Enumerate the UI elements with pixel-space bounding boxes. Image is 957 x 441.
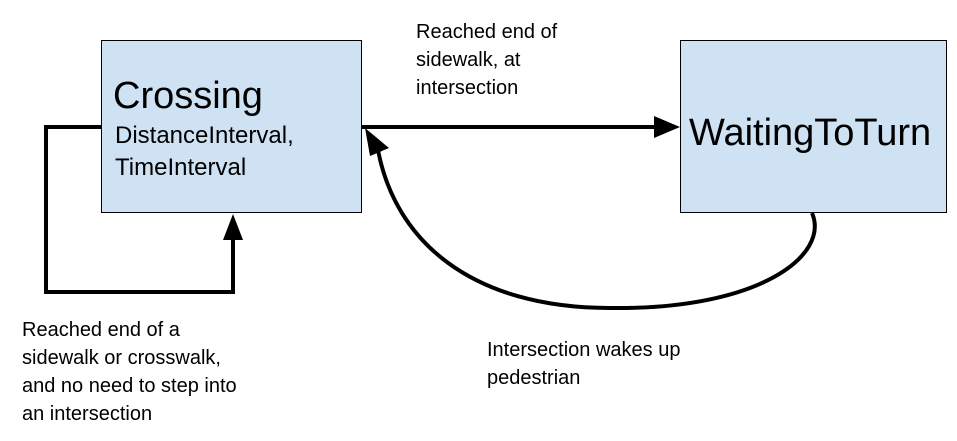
state-crossing: Crossing DistanceInterval, TimeInterval xyxy=(101,40,362,213)
transition-label-crossing-to-waiting: Reached end of sidewalk, at intersection xyxy=(416,21,558,99)
transition-label-waiting-to-crossing: Intersection wakes up pedestrian xyxy=(487,339,681,389)
arrow-crossing-self-loop xyxy=(44,125,235,294)
state-waiting-to-turn-name: WaitingToTurn xyxy=(689,112,932,154)
arrowhead-waiting xyxy=(654,116,680,138)
arrowhead-crossing-bottom xyxy=(223,214,243,240)
transition-label-crossing-self-loop: Reached end of a sidewalk or crosswalk, … xyxy=(22,319,237,425)
state-crossing-param: DistanceInterval, xyxy=(115,122,294,149)
arrow-waiting-to-crossing xyxy=(376,149,817,311)
state-waiting-to-turn: WaitingToTurn xyxy=(680,40,947,213)
arrowhead-crossing-right xyxy=(365,128,389,156)
state-crossing-name: Crossing xyxy=(113,75,263,117)
state-crossing-param: TimeInterval xyxy=(115,154,247,181)
state-crossing-params: DistanceInterval, TimeInterval xyxy=(115,120,294,184)
